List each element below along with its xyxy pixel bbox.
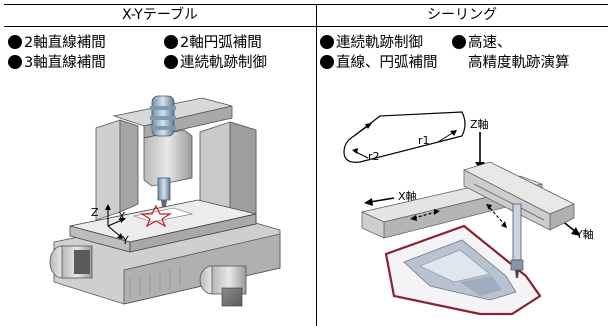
feature-label: 直線、円弧補間 bbox=[336, 55, 438, 71]
bullet-icon bbox=[452, 35, 466, 49]
xy-table-machine-illustration: Z X Y bbox=[49, 95, 281, 307]
bullet-icon bbox=[320, 35, 334, 49]
bullet-icon bbox=[164, 35, 178, 49]
bullet-icon bbox=[8, 35, 22, 49]
feature-label: 2軸円弧補間 bbox=[180, 35, 262, 51]
header-divider bbox=[4, 26, 608, 27]
r2-label: r2 bbox=[368, 150, 380, 163]
feature-label: 高精度軌跡演算 bbox=[468, 55, 570, 71]
left-feature-3: 3軸直線補間 bbox=[8, 54, 106, 72]
feature-label: 3軸直線補間 bbox=[24, 55, 106, 71]
bullet-icon bbox=[8, 55, 22, 69]
bullet-icon bbox=[164, 55, 178, 69]
z-axis-label: Z bbox=[91, 206, 99, 219]
left-column-header: X-Yテーブル bbox=[122, 7, 198, 23]
x-axis-label: X軸 bbox=[398, 189, 417, 203]
left-feature-4: 連続軌跡制御 bbox=[164, 54, 267, 72]
y-axis-label: Y軸 bbox=[575, 227, 594, 241]
right-feature-3: 直線、円弧補間 bbox=[320, 54, 438, 72]
left-feature-2: 2軸円弧補間 bbox=[164, 34, 262, 52]
right-column-header: シーリング bbox=[427, 7, 497, 23]
right-feature-2: 高速、 bbox=[452, 34, 512, 52]
sealing-illustration: r1 r2 Z軸 X軸 Y軸 bbox=[343, 111, 594, 316]
feature-label: 高速、 bbox=[468, 35, 512, 51]
table-top-border bbox=[4, 4, 608, 5]
feature-label: 2軸直線補間 bbox=[24, 35, 106, 51]
x-axis-label: X bbox=[118, 210, 126, 223]
right-feature-1: 連続軌跡制御 bbox=[320, 34, 423, 52]
comparison-table bbox=[4, 4, 608, 326]
z-axis-label: Z軸 bbox=[470, 117, 489, 131]
right-feature-4: 高精度軌跡演算 bbox=[468, 54, 570, 72]
y-axis-label: Y bbox=[121, 234, 129, 247]
r1-label: r1 bbox=[418, 134, 430, 147]
left-feature-1: 2軸直線補間 bbox=[8, 34, 106, 52]
bullet-icon bbox=[320, 55, 334, 69]
feature-label: 連続軌跡制御 bbox=[180, 55, 267, 71]
column-divider bbox=[316, 4, 317, 326]
feature-label: 連続軌跡制御 bbox=[336, 35, 423, 51]
